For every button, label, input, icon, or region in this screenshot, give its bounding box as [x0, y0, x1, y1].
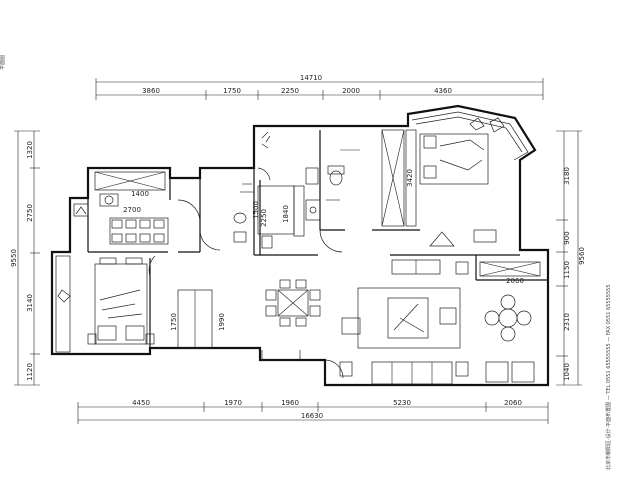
right-dim-2: 900 — [563, 231, 571, 244]
living-room — [339, 259, 469, 385]
sink-icon — [99, 193, 119, 207]
double-bed — [94, 263, 148, 345]
top-dim-5: 4360 — [434, 87, 452, 95]
right-dim-1: 3180 — [563, 167, 571, 185]
top-dim-2: 1750 — [223, 87, 241, 95]
plant-icon — [75, 206, 87, 215]
dining-area — [261, 279, 321, 361]
utility-shaft — [257, 185, 305, 249]
right-total-dim: 9560 — [578, 247, 586, 265]
dim-2060: 2060 — [506, 277, 524, 285]
rug — [357, 287, 461, 349]
left-total-dim: 9550 — [10, 249, 18, 267]
coffee-table — [387, 297, 429, 339]
top-dimension-chain: 14710 3860 1750 2250 2000 4360 — [95, 74, 544, 100]
right-dim-5: 1040 — [563, 363, 571, 381]
bottom-dimension-chain: 4450 1970 1960 5230 2060 16630 — [77, 399, 549, 424]
small-dining-table — [109, 217, 169, 245]
bottom-dim-5: 2060 — [504, 399, 522, 407]
kitchen — [73, 171, 166, 217]
left-dim-4: 1120 — [26, 363, 34, 381]
top-dim-4: 2000 — [342, 87, 360, 95]
double-bed — [419, 133, 489, 185]
lounge-area — [479, 261, 541, 383]
dim-1500: 1500 — [252, 201, 260, 219]
armchair — [341, 317, 361, 335]
door-swings — [148, 167, 344, 379]
bottom-dim-4: 5230 — [393, 399, 411, 407]
left-bedroom — [55, 255, 213, 353]
bottom-total-dim: 16630 — [301, 412, 323, 420]
bay-window — [411, 111, 529, 161]
top-total-dim: 14710 — [300, 74, 322, 82]
plant-icon — [57, 289, 71, 303]
master-bedroom — [381, 117, 505, 247]
toilet-icon — [329, 170, 343, 186]
dim-1750: 1750 — [170, 313, 178, 331]
right-dim-4: 2310 — [563, 313, 571, 331]
left-dimension-chain: 9550 1320 2750 3140 1120 — [10, 130, 40, 386]
desk — [473, 229, 497, 243]
right-dimension-chain: 3180 900 1150 2310 1040 9560 — [556, 130, 586, 386]
plant-icon — [261, 131, 271, 149]
wardrobe — [381, 129, 405, 227]
dining-table — [277, 289, 309, 317]
bathroom-1 — [233, 183, 254, 243]
bathroom-2 — [261, 131, 360, 221]
left-dim-1: 1320 — [26, 141, 34, 159]
lamp-icon — [429, 231, 455, 247]
left-dim-3: 3140 — [26, 294, 34, 312]
left-side-text: 平面图 — [0, 55, 6, 70]
bottom-dim-1: 4450 — [132, 399, 150, 407]
bottom-dim-2: 1970 — [224, 399, 242, 407]
dim-1840: 1840 — [282, 205, 290, 223]
toilet-icon — [233, 212, 247, 224]
bottom-dim-3: 1960 — [281, 399, 299, 407]
left-dim-2: 2750 — [26, 204, 34, 222]
interior-walls — [87, 130, 548, 348]
pillow-icon — [489, 117, 505, 133]
pillow-icon — [469, 117, 485, 131]
washbasin — [305, 199, 321, 221]
dim-3420: 3420 — [406, 169, 414, 187]
right-side-text: 北京市朝阳区·设计·平面布置图 — TEL 0551 65555555 — FA… — [605, 284, 612, 470]
dim-2250: 2250 — [260, 209, 268, 227]
dim-1990: 1990 — [218, 313, 226, 331]
dim-2700: 2700 — [123, 206, 141, 214]
dim-1400: 1400 — [131, 190, 149, 198]
top-dim-1: 3860 — [142, 87, 160, 95]
right-dim-3: 1150 — [563, 261, 571, 279]
top-dim-3: 2250 — [281, 87, 299, 95]
round-table — [498, 308, 518, 328]
exterior-walls — [50, 104, 550, 387]
